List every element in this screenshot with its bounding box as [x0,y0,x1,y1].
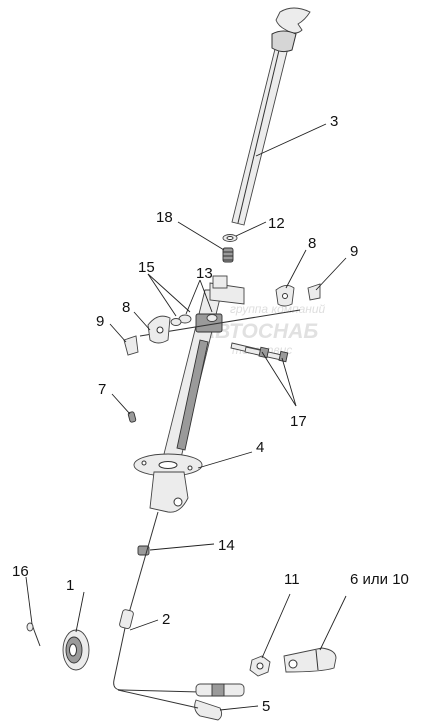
watermark-line1: группа компаний [230,302,326,316]
part-5-cable-end [117,689,223,721]
callout-6-or-10: 6 или 10 [350,571,409,588]
part-16-split-pin [26,622,41,647]
part-17-bolts [230,342,289,363]
callout-13: 13 [196,265,213,282]
part-1-grommet [62,629,90,671]
part-3-lever-rod [231,7,311,226]
part-7-pin [127,411,137,423]
part-12-washer [222,234,238,242]
part-6-fork-end [283,647,337,673]
leader-lines [25,123,347,711]
watermark: группа компаний АВТОСНАБ техсервис [199,302,326,357]
callout-12: 12 [268,215,285,232]
callout-4: 4 [256,439,264,456]
part-4-lever-support [133,275,245,513]
callout-5: 5 [262,698,270,715]
part-9-clip-right [307,283,321,301]
callout-7: 7 [98,381,106,398]
callout-labels: 3 18 12 8 9 15 13 8 9 7 17 4 14 16 1 11 … [12,113,409,715]
callout-15: 15 [138,259,155,276]
callout-9-right: 9 [350,243,358,260]
callout-8-right: 8 [308,235,316,252]
callout-9-left: 9 [96,313,104,330]
callout-8-left: 8 [122,299,130,316]
callout-1: 1 [66,577,74,594]
part-2-cable [113,511,245,697]
callout-16: 16 [12,563,29,580]
part-9-clip-left [123,335,139,356]
callout-18: 18 [156,209,173,226]
part-11-nut [249,655,271,677]
watermark-line2: АВТОСНАБ [199,320,318,343]
part-18-spring [222,247,234,263]
callout-3: 3 [330,113,338,130]
callout-17: 17 [290,413,307,430]
callout-2: 2 [162,611,170,628]
part-8-bracket-left [147,315,171,344]
callout-11: 11 [284,571,300,588]
callout-14: 14 [218,537,235,554]
part-8-bracket-right [275,285,295,307]
